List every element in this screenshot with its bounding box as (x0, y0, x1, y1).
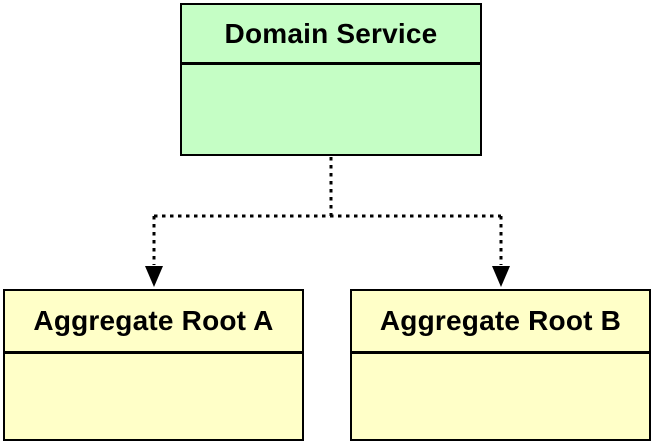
arrowhead-down-icon-a (145, 266, 163, 287)
node-aggregate-root-b: Aggregate Root B (350, 289, 651, 441)
node-domain-service: Domain Service (180, 3, 482, 156)
node-title-domain-service: Domain Service (182, 5, 480, 65)
node-title-aggregate-root-b: Aggregate Root B (352, 291, 649, 354)
node-title-aggregate-root-a: Aggregate Root A (5, 291, 302, 354)
node-body-domain-service (182, 65, 480, 154)
arrowhead-down-icon-b (492, 266, 510, 287)
dashed-connector-lines (152, 157, 503, 265)
node-body-aggregate-root-b (352, 354, 649, 439)
node-aggregate-root-a: Aggregate Root A (3, 289, 304, 441)
node-body-aggregate-root-a (5, 354, 302, 439)
